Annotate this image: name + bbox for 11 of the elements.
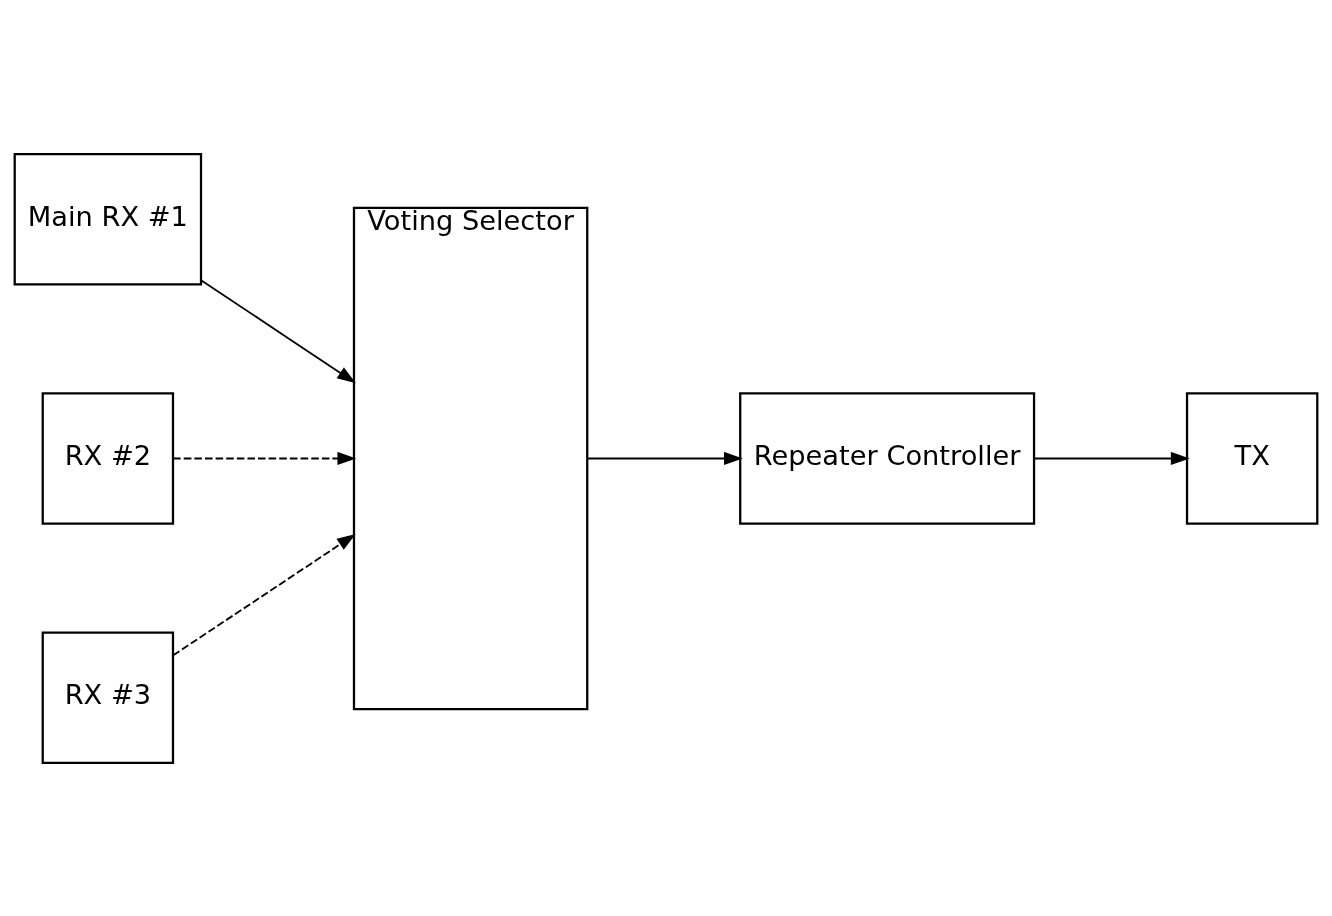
arrow <box>1033 451 1190 465</box>
arrow <box>586 451 743 465</box>
node-box: TX <box>1185 391 1319 525</box>
arrow <box>200 278 356 383</box>
node-box: Main RX #1 <box>13 152 203 285</box>
node-box: Voting Selector <box>352 206 589 710</box>
node-box: Repeater Controller <box>739 391 1036 525</box>
arrow <box>172 451 357 465</box>
node-box: RX #3 <box>41 631 175 764</box>
arrow <box>172 533 356 656</box>
node-box: RX #2 <box>41 391 175 525</box>
